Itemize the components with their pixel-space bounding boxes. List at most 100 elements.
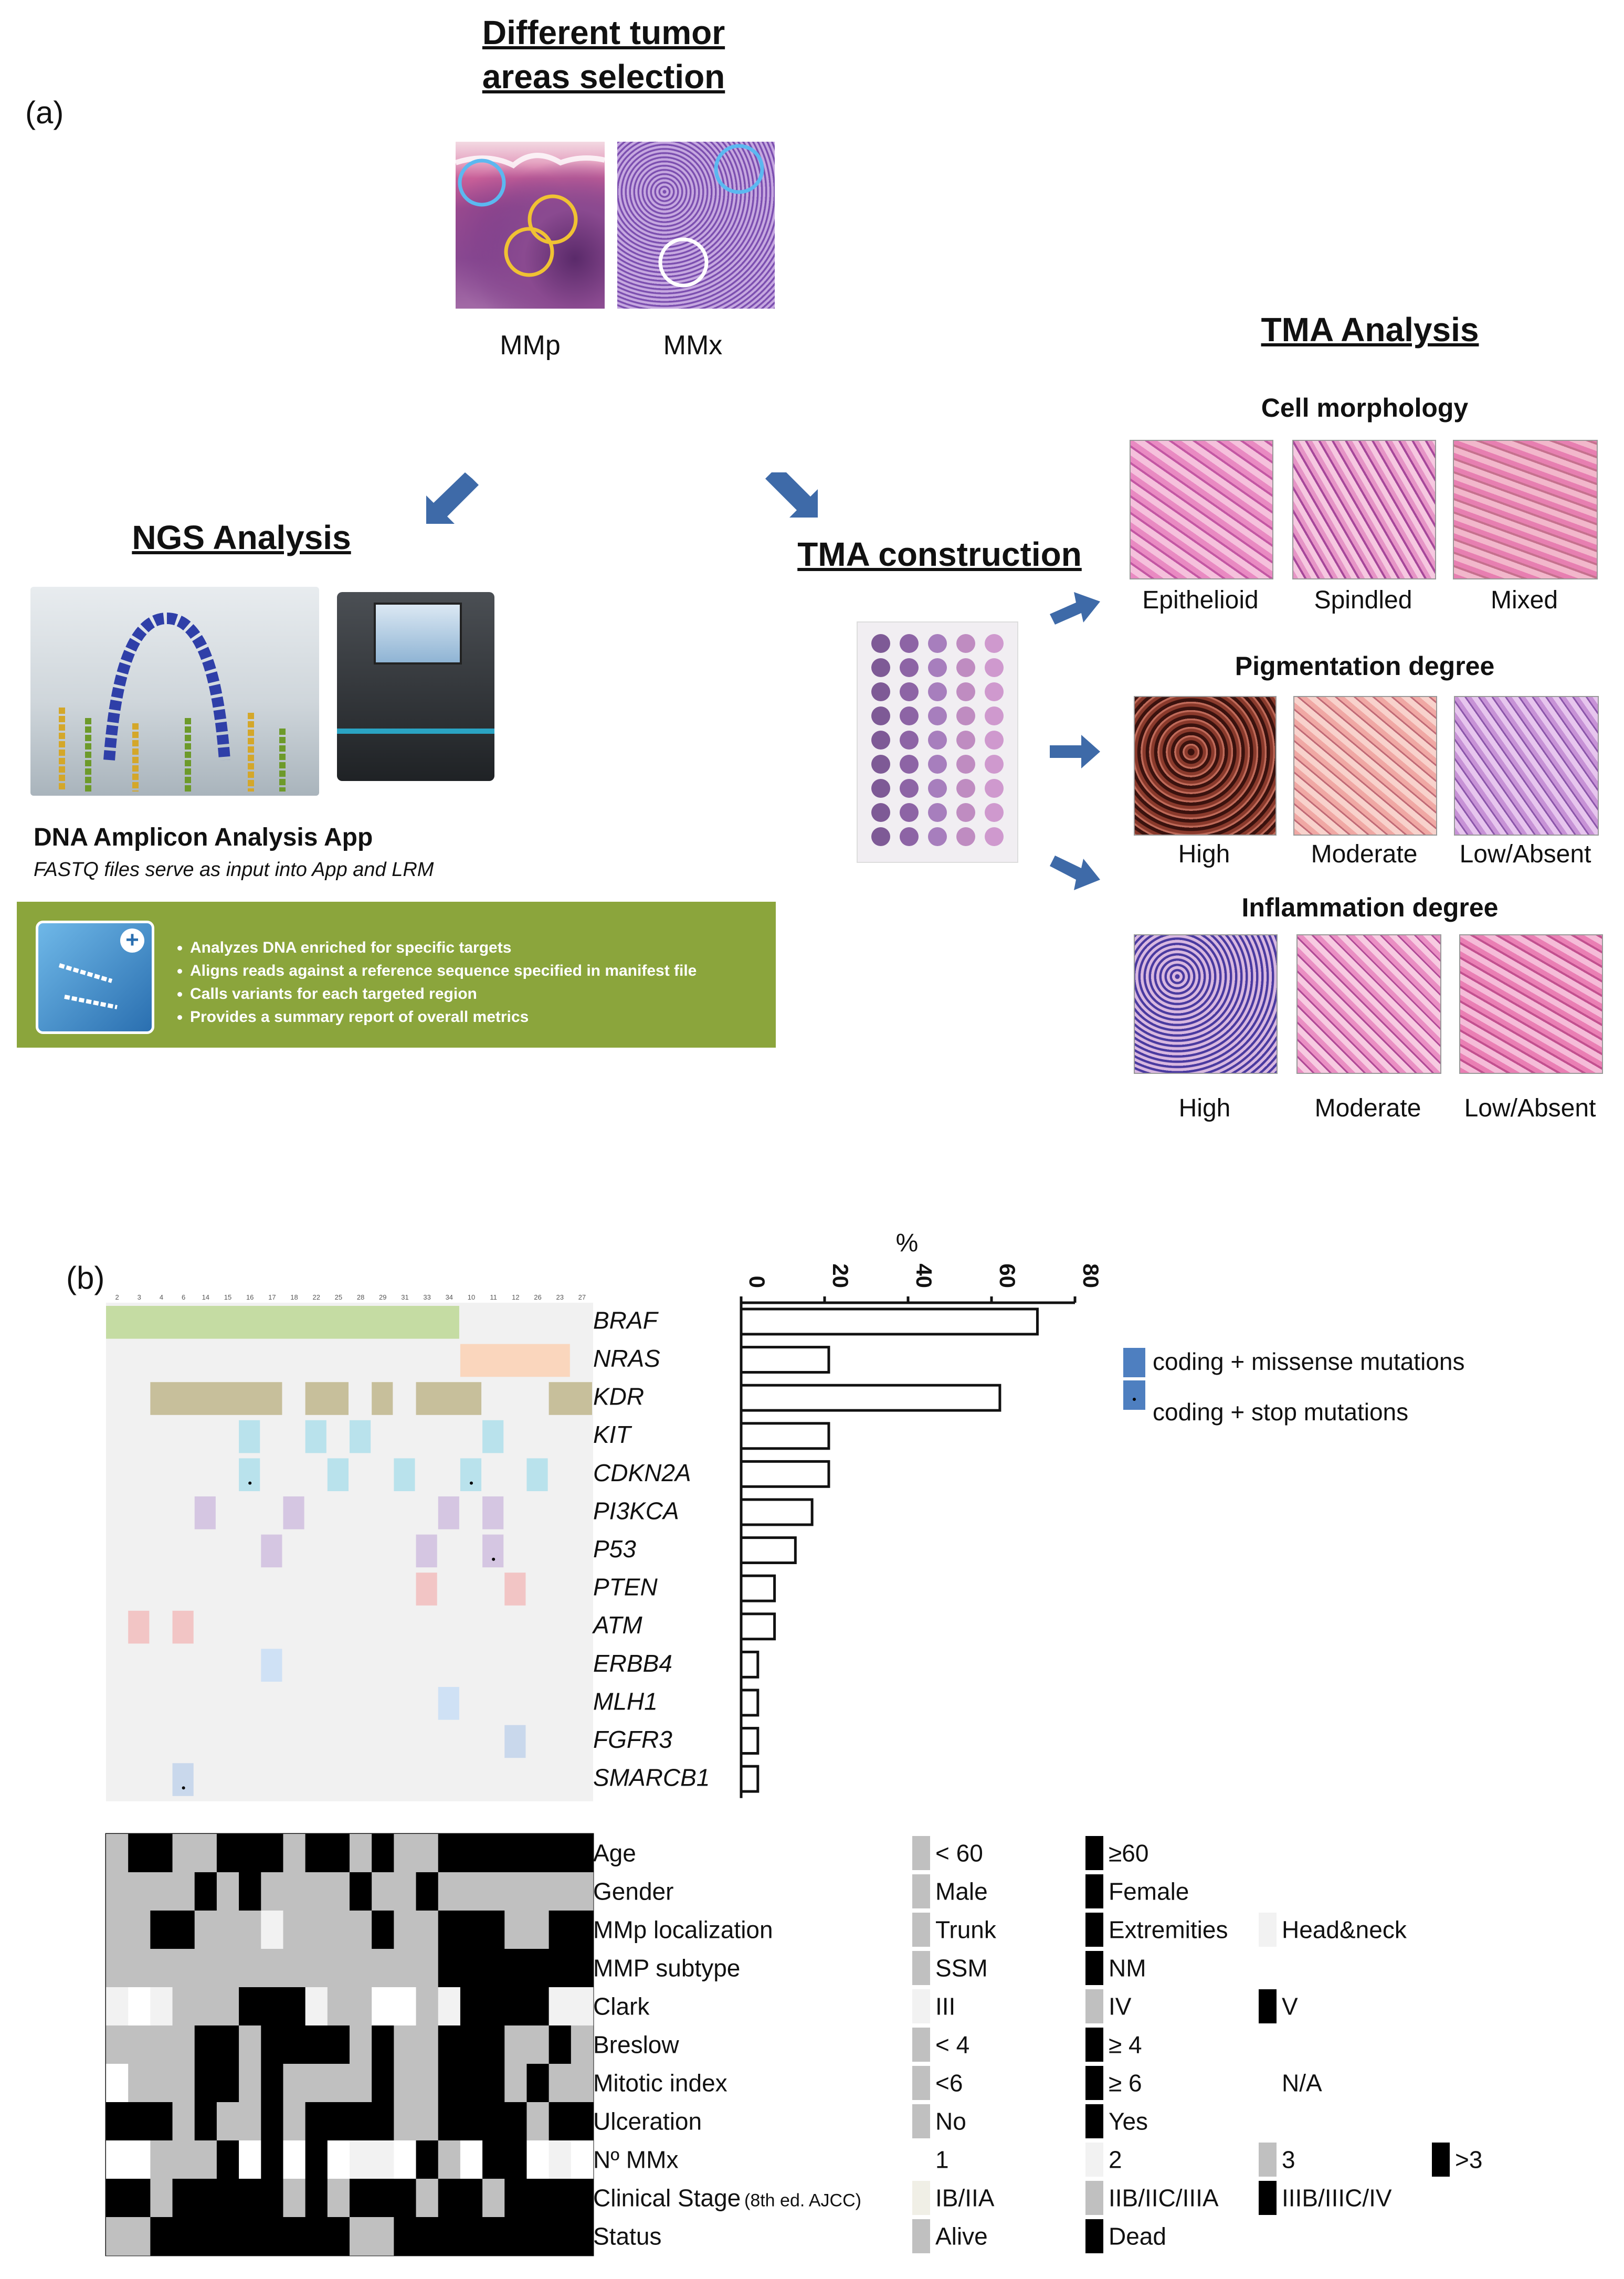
clinical-cell: [305, 1911, 328, 1949]
clinical-cell: [571, 2140, 594, 2179]
bar-chart-tick-label: 40: [912, 1263, 936, 1288]
clinical-cell: [526, 1872, 550, 1911]
clinical-cell: [526, 1987, 550, 2026]
clinical-cell: [438, 2102, 461, 2141]
clinical-cell: [172, 2140, 195, 2179]
tma-core: [871, 779, 890, 798]
tma-core: [956, 827, 975, 846]
clinical-cell: [283, 2025, 306, 2064]
pigmentation-title: Pigmentation degree: [1235, 651, 1495, 681]
mutation-cell-cdkn2a: [327, 1458, 349, 1491]
tma-core: [900, 803, 919, 822]
clinical-cell: [128, 1949, 151, 1988]
dna-app-bullet-list: Analyzes DNA enriched for specific targe…: [169, 936, 697, 1029]
clinical-row-label: MMP subtype: [593, 1955, 740, 1982]
clinical-cell: [261, 2140, 283, 2179]
tma-core: [900, 755, 919, 774]
sample-id-label: 15: [224, 1293, 231, 1301]
clinical-cell: [128, 2025, 151, 2064]
clinical-cell: [172, 1911, 195, 1949]
clinical-legend-label: IV: [1109, 1993, 1132, 2020]
mmx-histology-image: [617, 142, 775, 309]
clinical-cell: [416, 1834, 439, 1873]
bar-chart-tick-label: 60: [995, 1263, 1020, 1288]
bar-mlh1: [740, 1689, 760, 1717]
clinical-cell: [239, 2025, 261, 2064]
tma-core: [900, 827, 919, 846]
clinical-cell: [438, 1987, 461, 2026]
clinical-cell: [172, 2025, 195, 2064]
clinical-cell: [571, 2064, 594, 2103]
tma-core: [985, 658, 1004, 677]
tma-core: [956, 634, 975, 653]
clinical-cell: [261, 2064, 283, 2103]
stop-legend-label: coding + stop mutations: [1153, 1398, 1408, 1426]
region-circle-blue: [458, 159, 506, 207]
clinical-cell: [106, 1987, 129, 2026]
clinical-cell: [372, 2179, 394, 2218]
clinical-cell: [549, 2179, 572, 2218]
clinical-cell: [394, 1987, 417, 2026]
clinical-cell: [283, 1911, 306, 1949]
clinical-cell: [239, 2140, 261, 2179]
clinical-cell: [549, 2064, 572, 2103]
bar-p53: [740, 1536, 797, 1565]
clinical-cell: [106, 1872, 129, 1911]
mutation-cell-kdr: [372, 1382, 393, 1415]
gene-label-kdr: KDR: [593, 1383, 644, 1410]
clinical-cell: [172, 1949, 195, 1988]
mmp-histology-image: [456, 142, 605, 309]
clinical-cell: [128, 2102, 151, 2141]
tma-core: [928, 755, 947, 774]
clinical-cell: [526, 2179, 550, 2218]
tma-core: [956, 706, 975, 725]
bar-fgfr3: [740, 1727, 760, 1755]
clinical-cell: [216, 1949, 239, 1988]
sample-id-label: 2: [115, 1293, 119, 1301]
ngs-title: NGS Analysis: [132, 519, 351, 556]
tma-core: [928, 779, 947, 798]
clinical-legend-swatch: [1085, 2104, 1103, 2138]
clinical-cell: [305, 2179, 328, 2218]
clinical-cell: [460, 2025, 483, 2064]
sample-id-label: 29: [379, 1293, 386, 1301]
clinical-cell: [150, 1872, 173, 1911]
clinical-cell: [394, 1949, 417, 1988]
mutation-cell-cdkn2a: [394, 1458, 415, 1491]
tma-slide-image: [857, 621, 1018, 863]
clinical-cell: [128, 1911, 151, 1949]
clinical-row-label: Breslow: [593, 2031, 679, 2059]
clinical-cell: [372, 2025, 394, 2064]
cell-morphology-title: Cell morphology: [1261, 393, 1469, 423]
clinical-row-label: Mitotic index: [593, 2070, 727, 2097]
clinical-row-label: Clark: [593, 1993, 650, 2020]
clinical-cell: [416, 2140, 439, 2179]
sample-id-label: 31: [401, 1293, 408, 1301]
sample-id-label: 34: [446, 1293, 453, 1301]
clinical-cell: [194, 1987, 217, 2026]
tma-core: [900, 634, 919, 653]
clinical-cell: [216, 2102, 239, 2141]
clinical-cell: [216, 2064, 239, 2103]
gene-label-mlh1: MLH1: [593, 1687, 658, 1715]
clinical-legend-label: Dead: [1109, 2223, 1166, 2250]
bullet-item: Aligns reads against a reference sequenc…: [190, 959, 697, 983]
clinical-cell: [416, 2064, 439, 2103]
clinical-cell: [150, 2179, 173, 2218]
gene-label-atm: ATM: [592, 1611, 642, 1639]
gene-label-pi3kca: PI3KCA: [593, 1497, 679, 1524]
clinical-cell: [416, 1949, 439, 1988]
tma-core: [871, 658, 890, 677]
clinical-cell: [438, 2140, 461, 2179]
clinical-legend-label: Male: [935, 1878, 988, 1905]
mmx-selection-circles: [658, 144, 764, 288]
clinical-cell: [327, 2025, 350, 2064]
sample-id-label: 28: [357, 1293, 364, 1301]
clinical-cell: [216, 1987, 239, 2026]
tma-core: [956, 755, 975, 774]
clinical-cell: [327, 2140, 350, 2179]
mutation-cell-cdkn2a: [526, 1458, 548, 1491]
clinical-cell: [216, 1834, 239, 1873]
gene-label-braf: BRAF: [593, 1306, 659, 1334]
bar-chart-tick-label: 80: [1079, 1263, 1103, 1288]
